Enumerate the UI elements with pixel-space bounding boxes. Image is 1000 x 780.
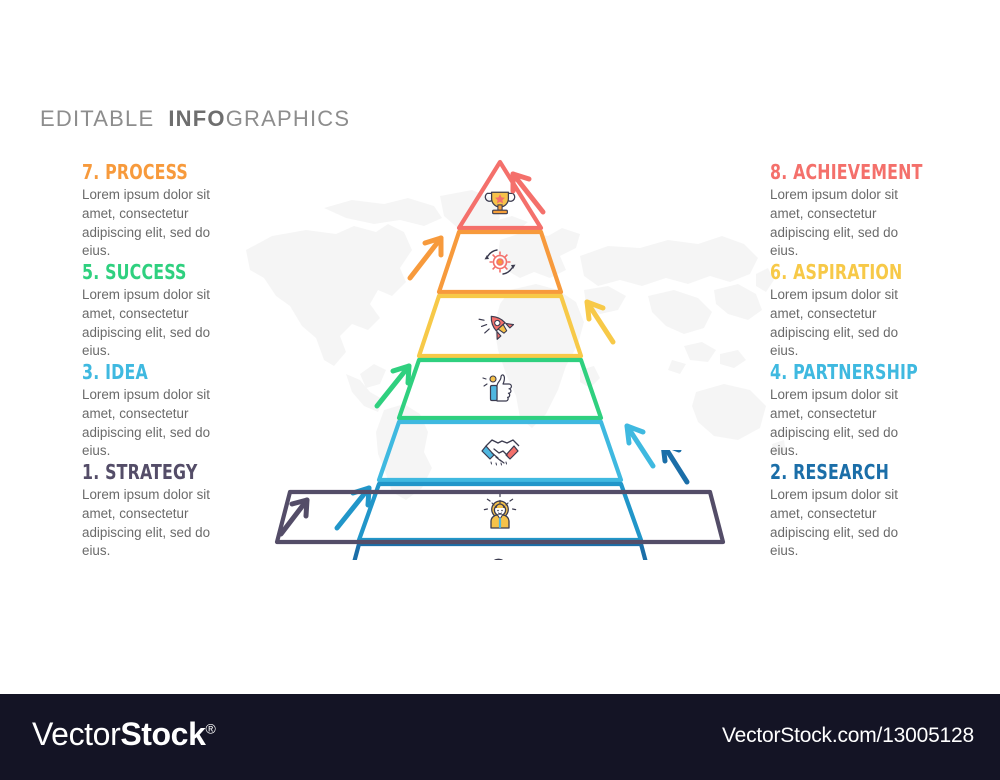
page-title: EDITABLE INFOGRAPHICS <box>40 106 350 132</box>
trophy-icon <box>484 191 516 215</box>
pyramid-level-1[interactable] <box>274 489 726 545</box>
step-item-1[interactable]: 1. STRATEGY Lorem ipsum dolor sit amet, … <box>82 462 257 561</box>
pyramid-arrow-6 <box>584 299 616 345</box>
pyramid-arrow-4 <box>624 423 656 469</box>
step-title-1: 1. STRATEGY <box>82 460 198 484</box>
step-body-8: Lorem ipsum dolor sit amet, consectetur … <box>770 187 899 259</box>
step-item-2[interactable]: 2. RESEARCH Lorem ipsum dolor sit amet, … <box>770 462 945 561</box>
logo-stock-text: Stock <box>120 716 206 752</box>
step-body-3: Lorem ipsum dolor sit amet, consectetur … <box>82 387 211 459</box>
vectorstock-footer: VectorStock® VectorStock.com/13005128 <box>0 694 1000 780</box>
step-body-5: Lorem ipsum dolor sit amet, consectetur … <box>82 287 211 359</box>
step-body-2: Lorem ipsum dolor sit amet, consectetur … <box>770 487 899 559</box>
thumbs-up-icon <box>482 374 512 402</box>
pyramid-level-7[interactable] <box>436 229 564 295</box>
pyramid-arrow-2 <box>661 450 690 485</box>
title-editable: EDITABLE <box>40 106 155 131</box>
rocket-icon <box>478 315 515 340</box>
vectorstock-logo: VectorStock® <box>32 716 216 753</box>
step-title-2: 2. RESEARCH <box>770 460 890 484</box>
step-item-3[interactable]: 3. IDEA Lorem ipsum dolor sit amet, cons… <box>82 362 257 461</box>
step-title-6: 6. ASPIRATION <box>770 260 903 284</box>
pyramid-arrow-1 <box>278 497 310 537</box>
step-title-8: 8. ACHIEVEMENT <box>770 160 923 184</box>
step-body-4: Lorem ipsum dolor sit amet, consectetur … <box>770 387 899 459</box>
pyramid-level-1-group <box>274 450 726 545</box>
pyramid-arrow-8 <box>510 171 546 215</box>
pyramid-arrow-5 <box>374 363 412 409</box>
step-title-5: 5. SUCCESS <box>82 260 187 284</box>
title-info: INFO <box>168 106 226 131</box>
step-title-4: 4. PARTNERSHIP <box>770 360 918 384</box>
handshake-icon <box>481 439 520 466</box>
step-item-8[interactable]: 8. ACHIEVEMENT Lorem ipsum dolor sit ame… <box>770 162 945 261</box>
step-item-4[interactable]: 4. PARTNERSHIP Lorem ipsum dolor sit ame… <box>770 362 945 461</box>
pyramid-level-6[interactable] <box>416 293 584 359</box>
step-title-3: 3. IDEA <box>82 360 148 384</box>
vectorstock-url: VectorStock.com/13005128 <box>721 724 974 747</box>
step-title-7: 7. PROCESS <box>82 160 189 184</box>
businessman-icon <box>490 499 510 529</box>
title-graphics: GRAPHICS <box>225 106 351 131</box>
step-item-5[interactable]: 5. SUCCESS Lorem ipsum dolor sit amet, c… <box>82 262 257 361</box>
registered-trademark-icon: ® <box>205 720 216 737</box>
step-body-7: Lorem ipsum dolor sit amet, consectetur … <box>82 187 211 259</box>
step-item-6[interactable]: 6. ASPIRATION Lorem ipsum dolor sit amet… <box>770 262 945 361</box>
step-body-1: Lorem ipsum dolor sit amet, consectetur … <box>82 487 211 559</box>
infographic-canvas: EDITABLE INFOGRAPHICS <box>40 106 945 561</box>
pyramid-base-group <box>493 558 504 560</box>
pyramid-level-5[interactable] <box>396 357 604 421</box>
step-body-6: Lorem ipsum dolor sit amet, consectetur … <box>770 287 899 359</box>
logo-vector-text: Vector <box>32 716 121 752</box>
pyramid-arrow-7 <box>407 235 444 281</box>
gear-icon <box>484 249 516 275</box>
magnifier-icon <box>493 558 504 560</box>
pyramid-level-8[interactable] <box>456 159 544 231</box>
pyramid-level-4[interactable] <box>376 419 624 483</box>
step-item-7[interactable]: 7. PROCESS Lorem ipsum dolor sit amet, c… <box>82 162 257 261</box>
